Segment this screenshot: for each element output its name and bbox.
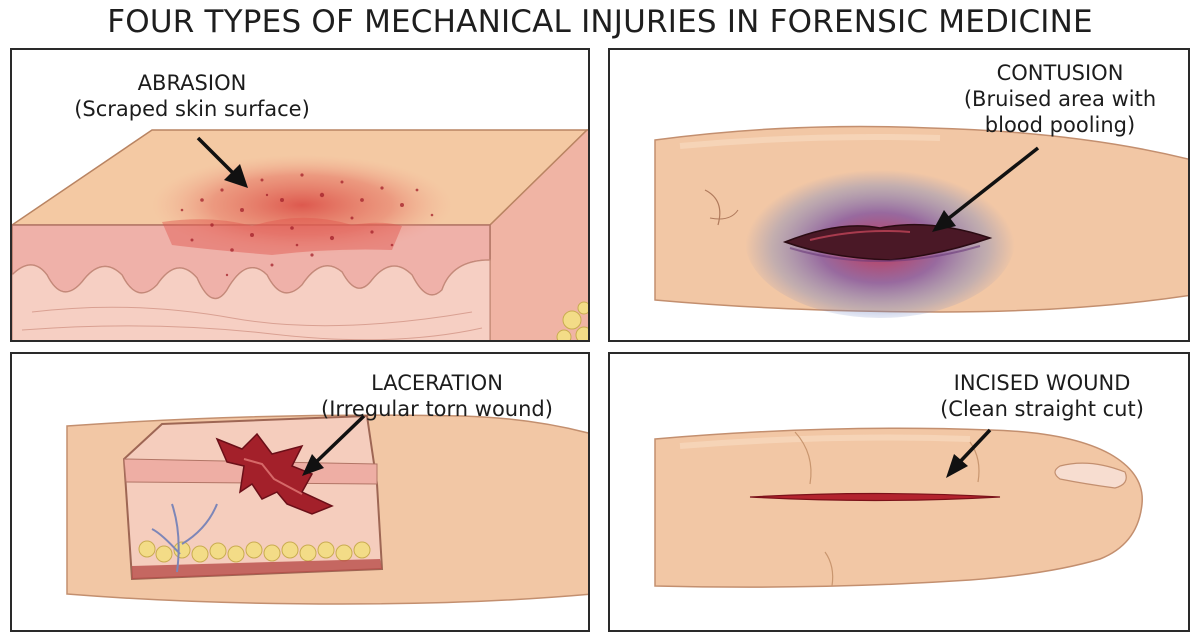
dermis-layer [12,259,491,340]
abrasion-heading: ABRASION [137,71,247,95]
incised-arrow [954,428,992,468]
straight-cut [749,492,1001,502]
laceration-illustration [66,414,588,605]
laceration-arrow [310,414,366,468]
finger-skin [654,427,1143,588]
laceration-heading: LACERATION [371,371,503,395]
contusion-panel: CONTUSION (Bruised area with blood pooli… [608,48,1190,342]
incised-panel: INCISED WOUND (Clean straight cut) [608,352,1190,632]
abrasion-arrow [196,136,240,180]
torn-wound [215,432,334,515]
incised-label: INCISED WOUND (Clean straight cut) [922,370,1162,422]
contusion-label: CONTUSION (Bruised area with blood pooli… [940,60,1180,138]
fingernail [1054,462,1127,489]
incised-heading: INCISED WOUND [953,371,1131,395]
contusion-illustration [654,125,1188,318]
blood-vessel [151,503,218,573]
contusion-heading: CONTUSION [996,61,1124,85]
contusion-caption-line1: (Bruised area with [963,87,1157,111]
blood-pooling [782,223,993,261]
laceration-panel: LACERATION (Irregular torn wound) [10,352,590,632]
abrasion-caption: (Scraped skin surface) [74,97,310,121]
abrasion-panel: ABRASION (Scraped skin surface) [10,48,590,342]
incised-caption: (Clean straight cut) [940,397,1144,421]
laceration-caption: (Irregular torn wound) [321,397,553,421]
contusion-arrow [942,146,1040,224]
abrasion-illustration [12,129,588,340]
page-title: FOUR TYPES OF MECHANICAL INJURIES IN FOR… [107,4,1093,40]
contusion-caption-line2: blood pooling) [984,113,1136,137]
incised-illustration [654,427,1143,588]
laceration-label: LACERATION (Irregular torn wound) [302,370,572,422]
abrasion-label: ABRASION (Scraped skin surface) [32,70,352,122]
